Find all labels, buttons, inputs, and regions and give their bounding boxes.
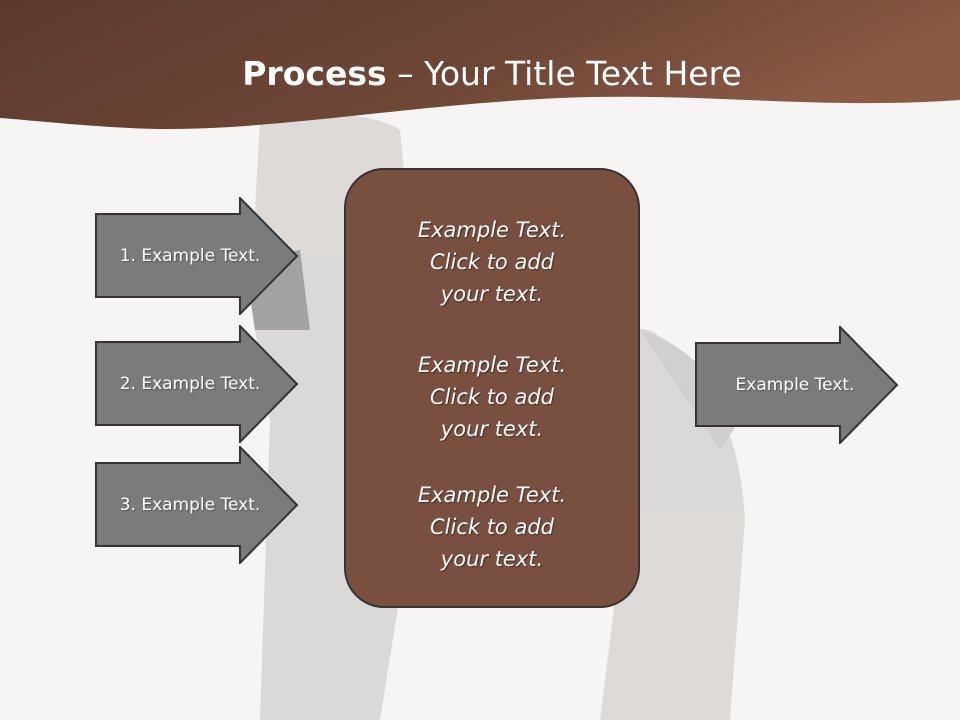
center-text-line: your text. [440,417,544,441]
center-text-line: Click to add [429,385,554,409]
title-bold: Process [242,54,387,93]
center-text-block-2[interactable]: Example Text. Click to add your text. [346,349,638,445]
arrow-shape [95,325,299,443]
center-text-line: Example Text. [417,218,567,242]
center-text-line: your text. [440,282,544,306]
center-text-line: your text. [440,547,544,571]
center-text-line: Example Text. [417,353,567,377]
center-text-line: Click to add [429,515,554,539]
center-text-line: Example Text. [417,483,567,507]
slide-title: Process – Your Title Text Here [0,52,960,96]
step-arrow-2[interactable]: 2. Example Text. [95,325,305,443]
step-arrow-1[interactable]: 1. Example Text. [95,197,305,315]
arrow-shape [95,446,299,564]
step-arrow-label: 2. Example Text. [119,374,261,394]
header-banner [0,0,960,130]
step-arrow-3[interactable]: 3. Example Text. [95,446,305,564]
process-center-box[interactable]: Example Text. Click to add your text. Ex… [344,168,640,608]
arrow-shape [95,197,299,315]
step-arrow-label: 3. Example Text. [119,495,261,515]
center-text-block-1[interactable]: Example Text. Click to add your text. [346,214,638,310]
step-arrow-label: 1. Example Text. [119,246,261,266]
title-rest: – Your Title Text Here [386,54,742,93]
output-arrow[interactable]: Example Text. [695,326,905,444]
center-text-line: Click to add [429,250,554,274]
output-arrow-label: Example Text. [735,375,855,395]
arrow-shape [695,326,899,444]
center-text-block-3[interactable]: Example Text. Click to add your text. [346,479,638,575]
